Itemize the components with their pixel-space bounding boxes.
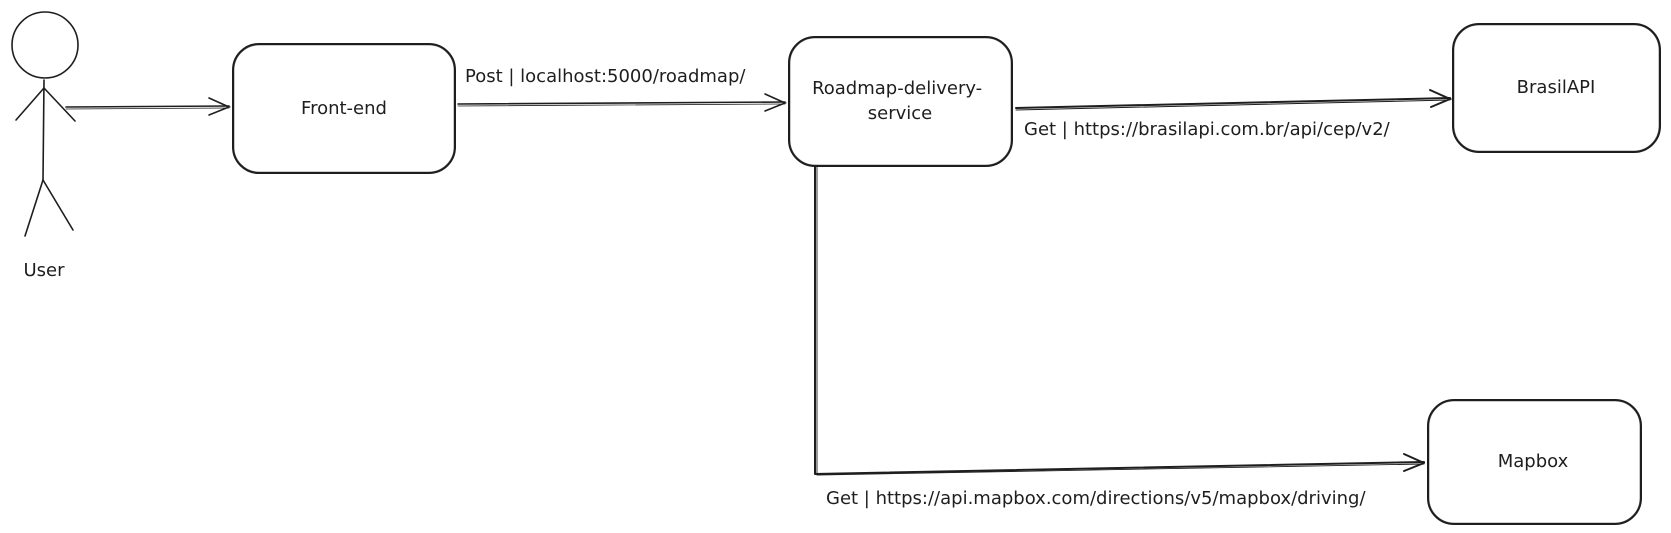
arrow-service-to-mapbox [814, 165, 1425, 476]
service-label-line-2: service [868, 103, 932, 124]
arrowhead [1429, 89, 1453, 108]
arrow-frontend-to-service [457, 93, 788, 112]
service-label: Roadmap-delivery- service [812, 78, 988, 124]
arrowhead [208, 97, 232, 116]
user-label: User [23, 260, 65, 281]
brasilapi-box[interactable] [1452, 23, 1661, 153]
user-body [42, 79, 45, 181]
frontend-box[interactable] [232, 43, 456, 174]
arrow-service-to-brasilapi [1015, 89, 1453, 111]
brasilapi-label: BrasilAPI [1517, 77, 1596, 98]
mapbox-box[interactable] [1427, 399, 1642, 525]
edge-label-get-brasilapi: Get | https://brasilapi.com.br/api/cep/v… [1024, 119, 1391, 140]
arrowhead [1403, 453, 1425, 472]
user-right-leg [42, 179, 74, 231]
service-box[interactable] [788, 36, 1013, 167]
service-label-line-1: Roadmap-delivery- [812, 78, 982, 99]
edge-label-get-mapbox: Get | https://api.mapbox.com/directions/… [826, 488, 1366, 509]
frontend-label: Front-end [301, 98, 387, 119]
arrow-user-to-frontend [65, 97, 232, 116]
mapbox-label: Mapbox [1498, 451, 1569, 472]
user-actor[interactable] [11, 11, 79, 237]
arrowhead [764, 93, 788, 112]
user-head [11, 11, 79, 79]
user-left-arm [15, 87, 45, 121]
user-right-arm [43, 87, 76, 122]
user-left-leg [24, 179, 44, 237]
edge-label-post: Post | localhost:5000/roadmap/ [465, 66, 746, 87]
